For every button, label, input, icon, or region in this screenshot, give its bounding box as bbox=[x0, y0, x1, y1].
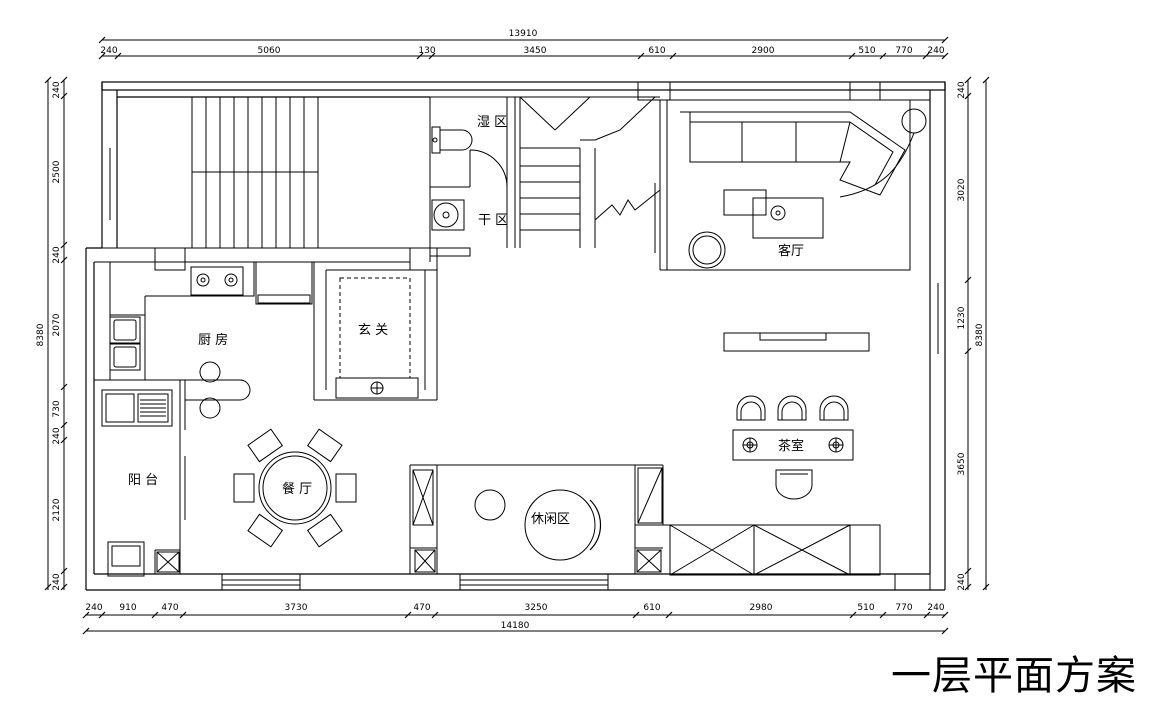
dim-bottom: 240 bbox=[85, 603, 102, 613]
label-leisure-area: 休闲区 bbox=[531, 512, 570, 527]
dim-right: 240 bbox=[957, 81, 967, 98]
dim-top: 130 bbox=[418, 46, 435, 56]
dim-top-total: 13910 bbox=[509, 29, 538, 39]
dim-bottom: 470 bbox=[413, 603, 430, 613]
label-living-room: 客厅 bbox=[778, 243, 804, 259]
dim-right: 3020 bbox=[957, 178, 967, 201]
dim-left: 730 bbox=[52, 400, 62, 417]
leisure-fixtures bbox=[474, 489, 602, 561]
label-dining-room: 餐 厅 bbox=[282, 481, 312, 497]
label-wet-zone: 湿 区 bbox=[477, 115, 507, 130]
dim-left: 240 bbox=[52, 573, 62, 590]
dim-left: 240 bbox=[52, 246, 62, 263]
label-kitchen: 厨 房 bbox=[198, 332, 228, 348]
dimension-text: 13910 240 5060 130 3450 610 2900 510 770… bbox=[36, 29, 985, 631]
dim-top: 770 bbox=[895, 46, 912, 56]
dim-right: 3650 bbox=[957, 452, 967, 475]
dim-bottom: 910 bbox=[119, 603, 136, 613]
dim-right: 1230 bbox=[957, 306, 967, 329]
dim-bottom-total: 14180 bbox=[501, 621, 530, 631]
dim-bottom: 770 bbox=[895, 603, 912, 613]
dim-right-total: 8380 bbox=[975, 323, 985, 346]
bathroom-fixtures bbox=[431, 126, 508, 231]
living-furniture bbox=[680, 108, 927, 352]
dim-bottom: 470 bbox=[161, 603, 178, 613]
main-stair bbox=[101, 96, 431, 249]
label-dry-zone: 干 区 bbox=[478, 213, 508, 228]
dim-bottom: 510 bbox=[857, 603, 874, 613]
dim-bottom: 240 bbox=[927, 603, 944, 613]
dim-top: 2900 bbox=[752, 46, 775, 56]
dim-left: 2500 bbox=[52, 160, 62, 183]
dim-left: 240 bbox=[52, 427, 62, 444]
label-tea-room: 茶室 bbox=[778, 438, 804, 454]
dimension-lines bbox=[44, 36, 990, 635]
dim-right: 240 bbox=[957, 573, 967, 590]
dim-left-total: 8380 bbox=[36, 323, 46, 346]
dim-top: 240 bbox=[927, 46, 944, 56]
dim-bottom: 2980 bbox=[750, 603, 773, 613]
room-labels: 湿 区 干 区 客厅 厨 房 玄 关 阳 台 餐 厅 休闲区 茶室 bbox=[128, 115, 804, 527]
dim-top: 240 bbox=[100, 46, 117, 56]
dim-bottom: 610 bbox=[643, 603, 660, 613]
dim-bottom: 3250 bbox=[525, 603, 548, 613]
dim-left: 240 bbox=[52, 81, 62, 98]
dining-set bbox=[233, 428, 357, 548]
label-balcony: 阳 台 bbox=[128, 473, 158, 488]
dim-left: 2120 bbox=[52, 498, 62, 521]
dim-top: 5060 bbox=[258, 46, 281, 56]
kitchen-fixtures bbox=[101, 261, 313, 577]
dim-bottom: 3730 bbox=[285, 603, 308, 613]
dim-top: 510 bbox=[858, 46, 875, 56]
dim-left: 2070 bbox=[52, 313, 62, 336]
tea-room-fixtures bbox=[732, 395, 854, 500]
dim-top: 610 bbox=[648, 46, 665, 56]
foyer-fixtures bbox=[335, 277, 419, 399]
plan-title: 一层平面方案 bbox=[891, 653, 1137, 699]
dim-top: 3450 bbox=[524, 46, 547, 56]
label-foyer: 玄 关 bbox=[358, 323, 388, 338]
